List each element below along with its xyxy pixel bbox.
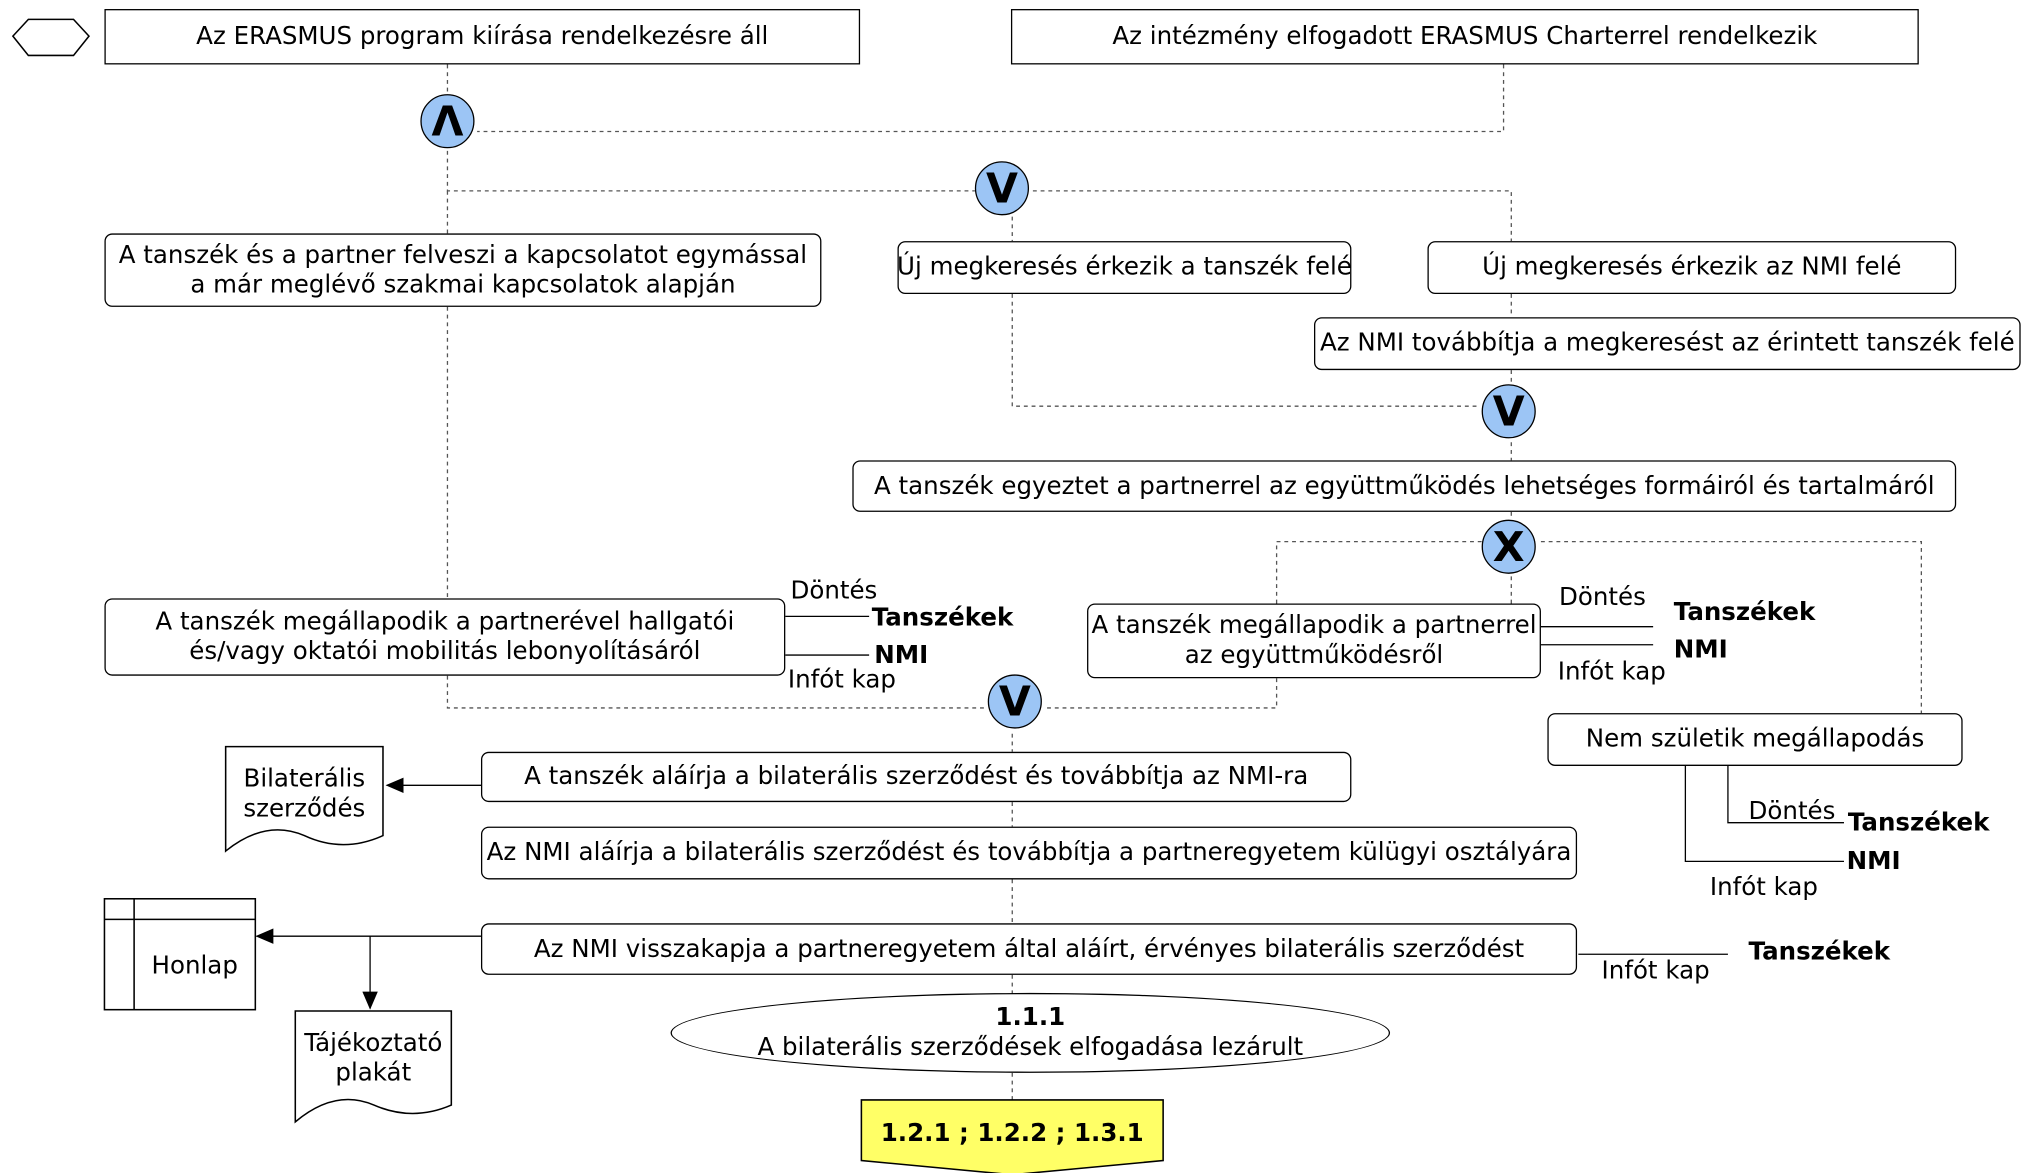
document-bilateral: Bilaterális szerződés (243, 764, 366, 823)
role-nmi: NMI (1846, 847, 1901, 876)
control-flow (446, 64, 1922, 1100)
role-departments: Tanszékek (1673, 598, 1816, 627)
task-contact: A tanszék és a partner felveszi a kapcso… (104, 233, 822, 307)
role-info-label: Infót kap (787, 665, 896, 694)
poster-document-shape (294, 1010, 453, 1124)
role-departments: Tanszékek (1847, 808, 1990, 837)
role-nmi: NMI (1673, 635, 1728, 665)
role-info-label: Infót kap (1557, 657, 1666, 687)
task-forward: Az NMI továbbítja a megkeresést az érint… (1314, 317, 2021, 371)
start-hexagon (11, 18, 90, 57)
task-coordinate: A tanszék egyeztet a partnerrel az együt… (852, 460, 1957, 512)
role-nmi: NMI (874, 640, 929, 670)
and-gateway: Λ (420, 94, 475, 149)
task-no-agreement: Nem születik megállapodás (1547, 713, 1963, 766)
homepage-store-shape (103, 898, 257, 1011)
role-departments: Tanszékek (871, 603, 1014, 632)
data-flow-arrows (255, 777, 481, 1010)
role-lines (785, 615, 1844, 955)
next-process-shape (860, 1099, 1164, 1173)
start-event-program: Az ERASMUS program kiírása rendelkezésre… (104, 9, 861, 65)
task-nmi-receives: Az NMI visszakapja a partneregyetem álta… (480, 923, 1578, 975)
end-event-text: A bilaterális szerződések elfogadása lez… (757, 1032, 1304, 1062)
task-nmi-signs: Az NMI aláírja a bilaterális szerződést … (480, 826, 1578, 880)
role-departments: Tanszékek (1748, 937, 1891, 966)
xor-gateway: X (1481, 519, 1536, 574)
end-event-id: 1.1.1 (995, 1003, 1066, 1032)
task-agree-mobility: A tanszék megállapodik a partnerével hal… (104, 598, 786, 676)
end-event: 1.1.1 A bilaterális szerződések elfogadá… (670, 992, 1391, 1073)
role-info-label: Infót kap (1601, 956, 1710, 986)
homepage-store: Honlap (151, 951, 238, 981)
document-poster: Tájékoztató plakát (304, 1029, 443, 1088)
start-event-charter: Az intézmény elfogadott ERASMUS Charterr… (1010, 9, 1919, 65)
role-decision-label: Döntés (1748, 796, 1836, 826)
next-process-link: 1.2.1 ; 1.2.2 ; 1.3.1 (880, 1119, 1144, 1148)
task-dept-signs: A tanszék aláírja a bilaterális szerződé… (480, 751, 1352, 803)
task-new-nmi: Új megkeresés érkezik az NMI felé (1427, 241, 1957, 295)
or-gateway-3: V (987, 674, 1042, 729)
or-gateway-2: V (1481, 384, 1536, 439)
role-decision-label: Döntés (1559, 582, 1646, 612)
or-gateway-1: V (974, 161, 1030, 216)
bilateral-document-shape (224, 745, 384, 853)
document-shapes (11, 18, 453, 1124)
role-decision-label: Döntés (790, 576, 878, 605)
role-info-label: Infót kap (1709, 872, 1818, 902)
task-new-dept: Új megkeresés érkezik a tanszék felé (897, 241, 1352, 295)
